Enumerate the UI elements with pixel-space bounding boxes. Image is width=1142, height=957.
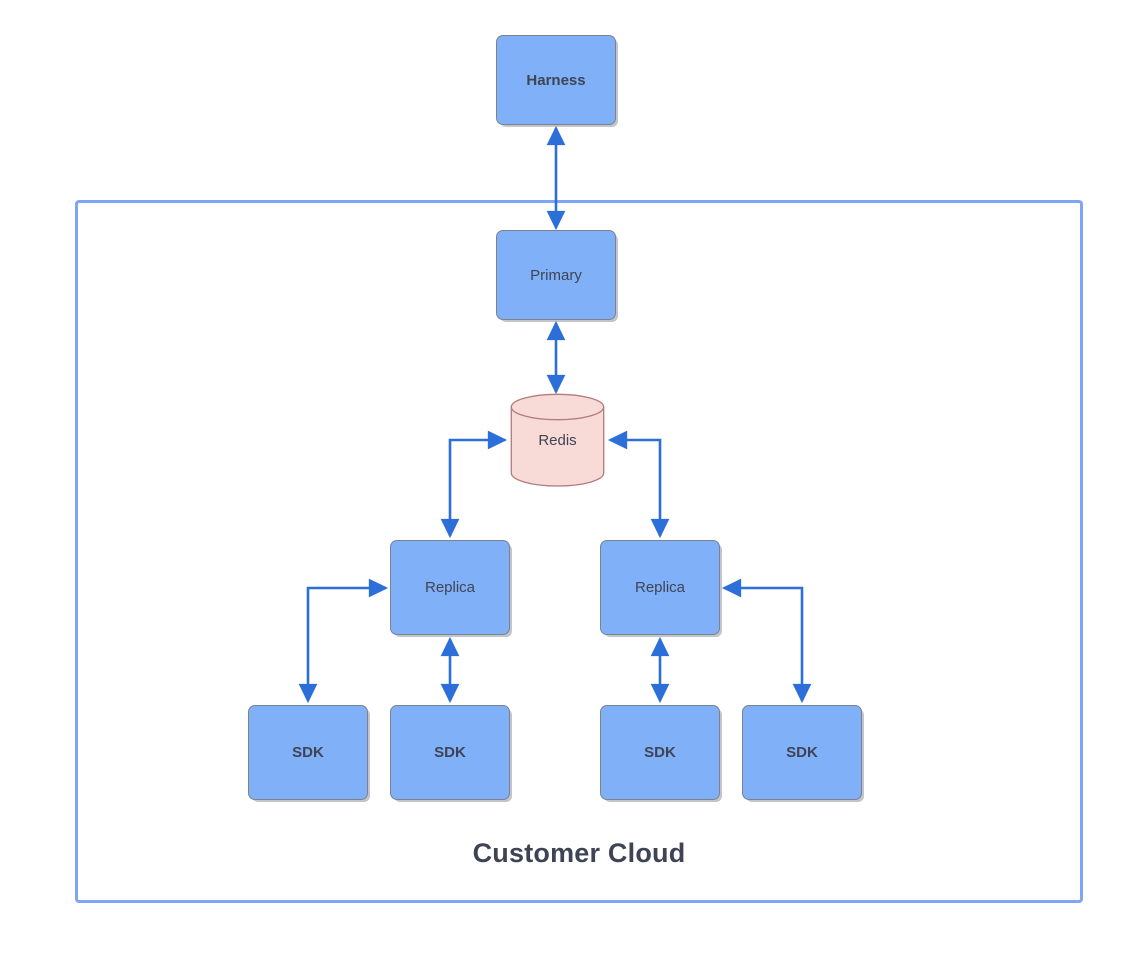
node-replica-right[interactable]: Replica <box>600 540 720 635</box>
node-replica-right-label: Replica <box>634 579 686 596</box>
node-sdk-4-label: SDK <box>786 744 818 761</box>
node-sdk-1[interactable]: SDK <box>248 705 368 800</box>
node-redis[interactable]: Redis <box>510 393 605 487</box>
node-sdk-3-label: SDK <box>644 744 676 761</box>
node-replica-left[interactable]: Replica <box>390 540 510 635</box>
node-harness[interactable]: Harness <box>496 35 616 125</box>
node-primary-label: Primary <box>530 266 582 284</box>
node-sdk-2[interactable]: SDK <box>390 705 510 800</box>
node-sdk-4[interactable]: SDK <box>742 705 862 800</box>
node-redis-label: Redis <box>538 431 577 449</box>
node-redis-label-wrap: Redis <box>510 393 605 487</box>
node-harness-label: Harness <box>526 71 586 89</box>
node-sdk-1-label: SDK <box>292 744 324 761</box>
node-sdk-2-label: SDK <box>434 744 466 761</box>
node-sdk-3[interactable]: SDK <box>600 705 720 800</box>
customer-cloud-label: Customer Cloud <box>472 838 686 868</box>
customer-cloud-container[interactable] <box>75 200 1083 903</box>
node-replica-left-label: Replica <box>424 579 476 596</box>
cylinder-shape <box>510 393 605 487</box>
node-primary[interactable]: Primary <box>496 230 616 320</box>
